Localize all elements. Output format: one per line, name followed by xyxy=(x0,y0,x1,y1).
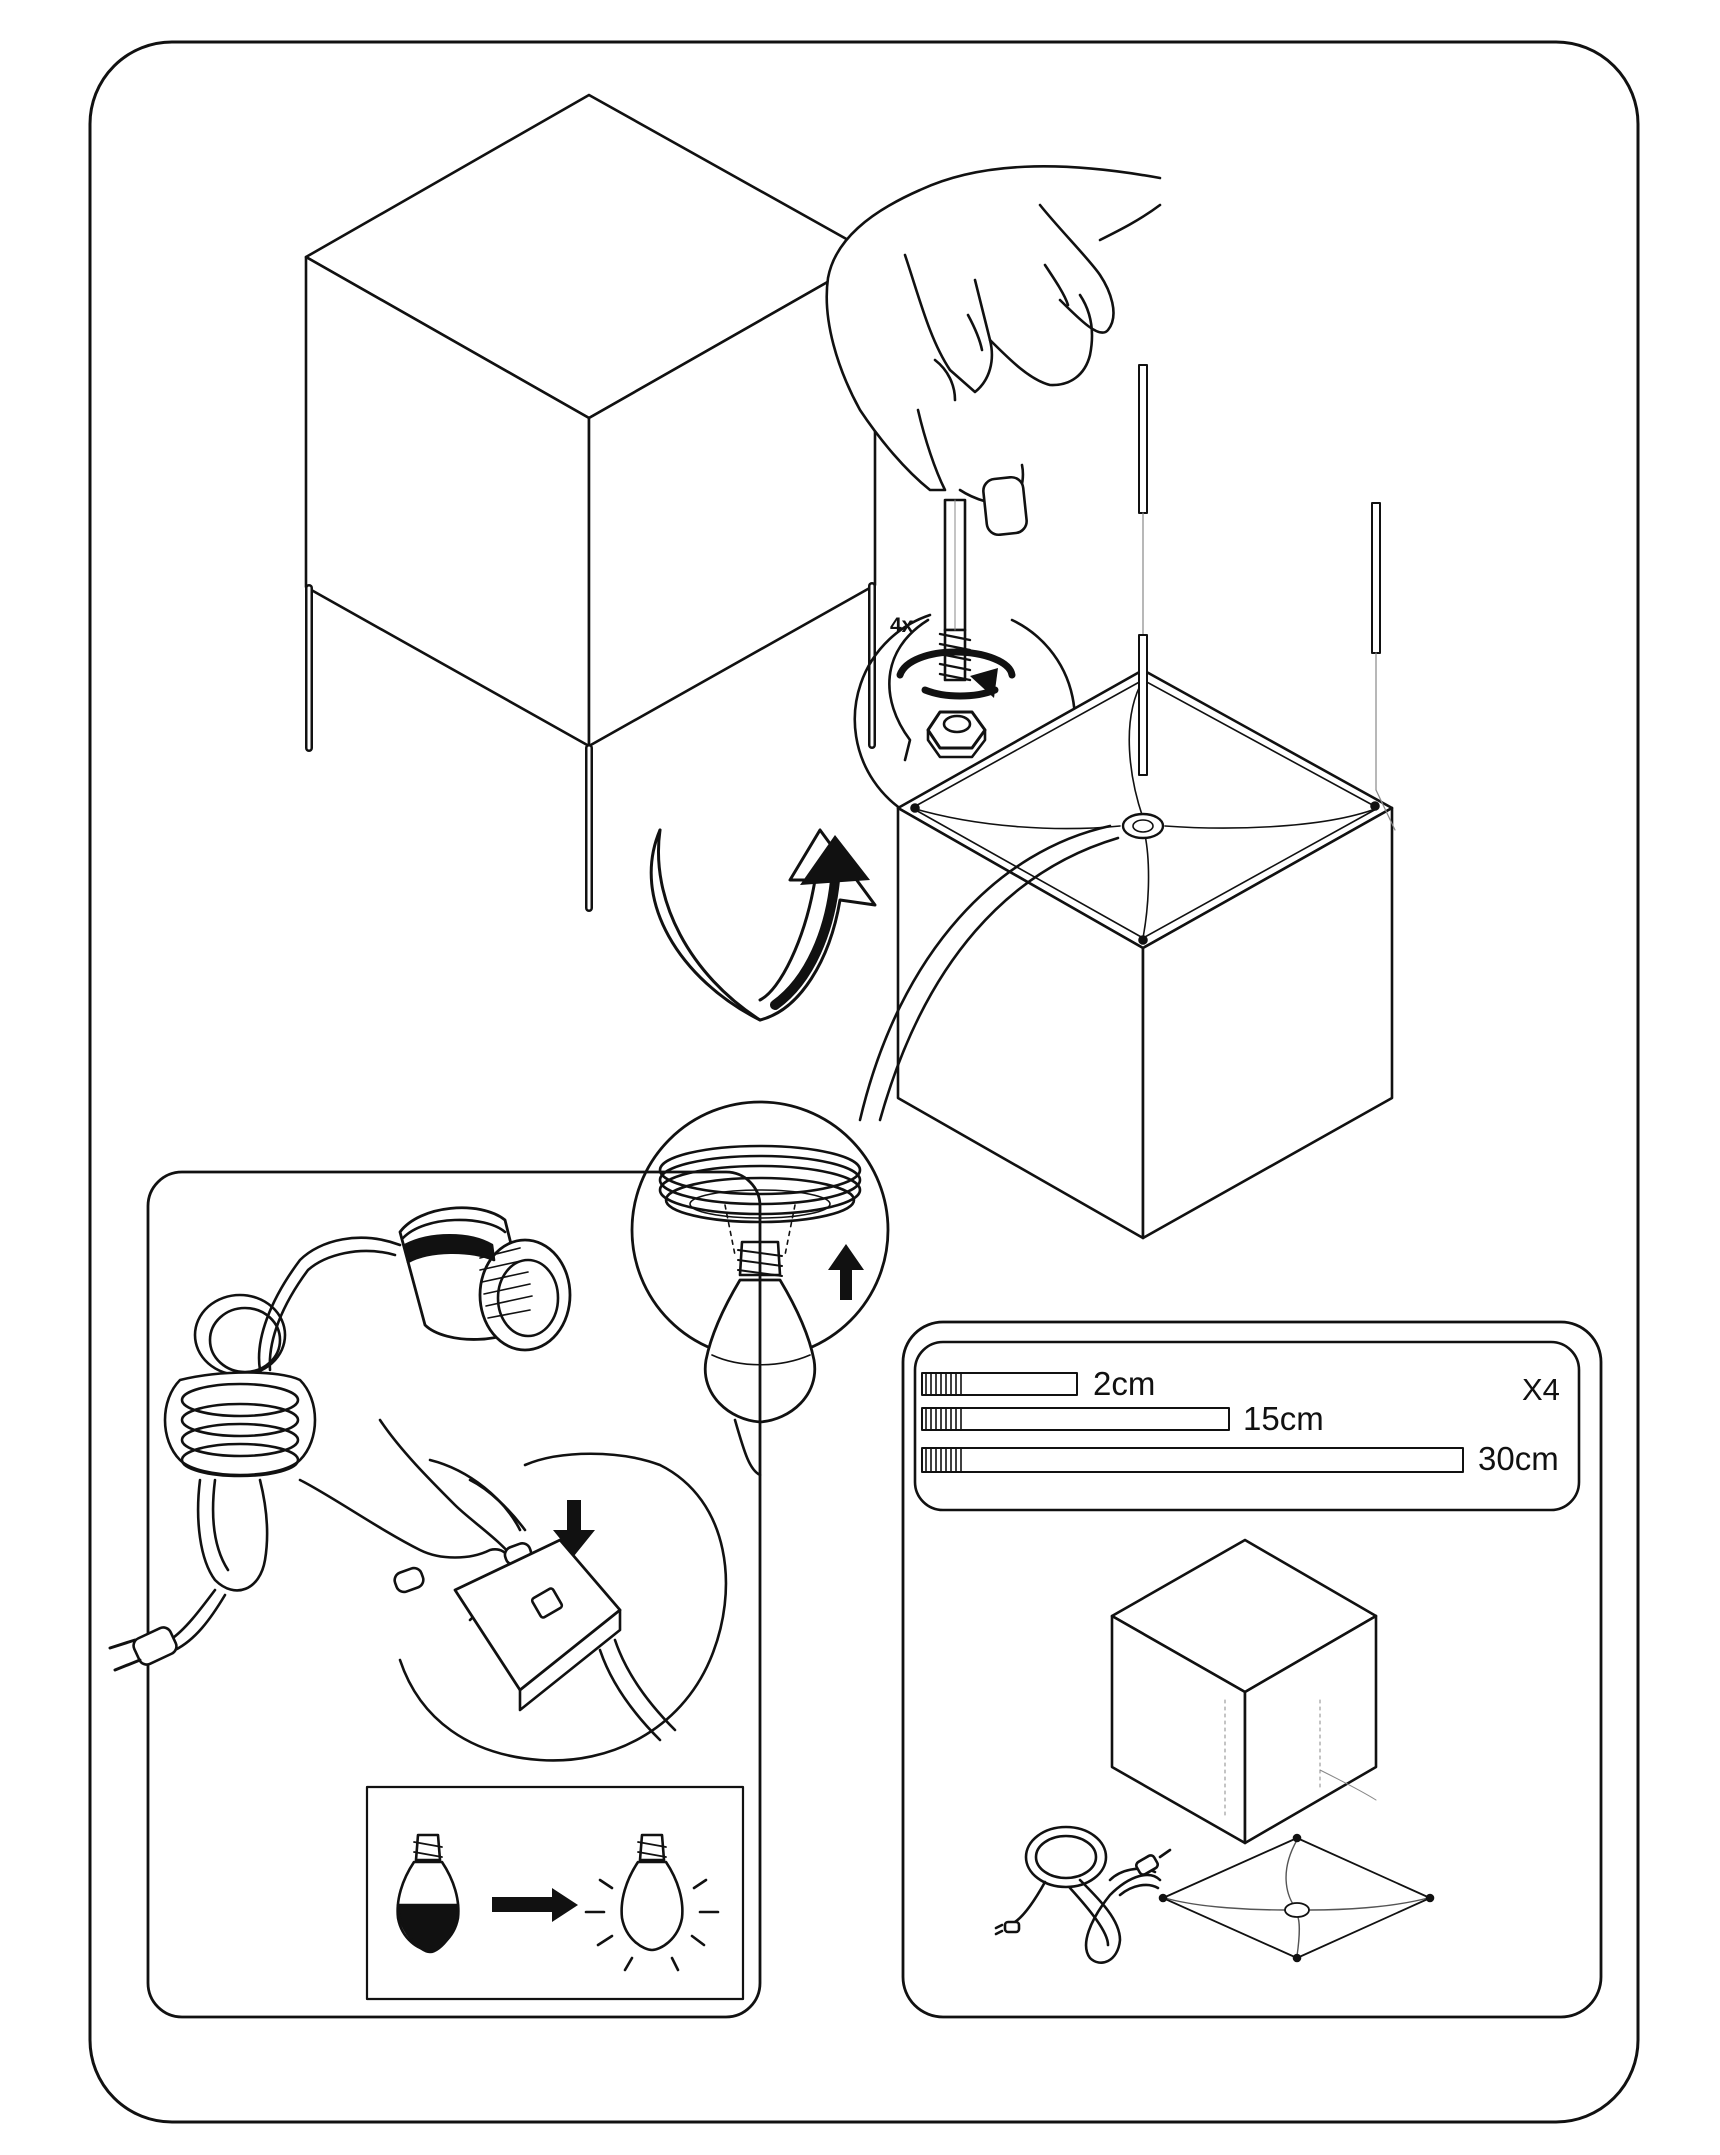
assembled-lamp-shade xyxy=(304,93,877,912)
nut-quantity-label: 4x xyxy=(890,614,914,637)
rod-quantity-label: X4 xyxy=(1522,1372,1560,1407)
rod-2cm xyxy=(921,1372,1078,1396)
rod-30cm xyxy=(921,1447,1464,1473)
nut-detail-zoom xyxy=(853,613,1077,831)
rod-30cm-label: 30cm xyxy=(1478,1440,1559,1477)
rod-15cm-label: 15cm xyxy=(1243,1400,1324,1437)
legs-being-inserted xyxy=(1138,364,1396,831)
rod-2cm-label: 2cm xyxy=(1093,1365,1155,1402)
rods-list-frame xyxy=(913,1340,1581,1512)
switch-zoom xyxy=(298,1418,728,1762)
outer-frame xyxy=(88,40,1640,2124)
cord-part xyxy=(994,1825,1172,1964)
flip-arrow xyxy=(649,828,877,1022)
rod-15cm xyxy=(921,1407,1230,1431)
parts-panel-frame xyxy=(901,1320,1603,2019)
arrow-right xyxy=(492,1888,578,1922)
wire-frame-part xyxy=(1158,1833,1435,1963)
hand-inserting-leg xyxy=(825,165,1162,537)
bulb-result-box xyxy=(365,1785,745,2001)
socket-with-cord xyxy=(108,1206,572,1672)
switch-panel-frame xyxy=(146,1170,762,2019)
shade-part xyxy=(1110,1538,1378,1845)
bulb-on-icon xyxy=(584,1833,720,1972)
power-cord-to-bulb xyxy=(858,824,1120,1122)
bulb-off-icon xyxy=(396,1833,460,1954)
shade-upside-down xyxy=(896,668,1394,1240)
